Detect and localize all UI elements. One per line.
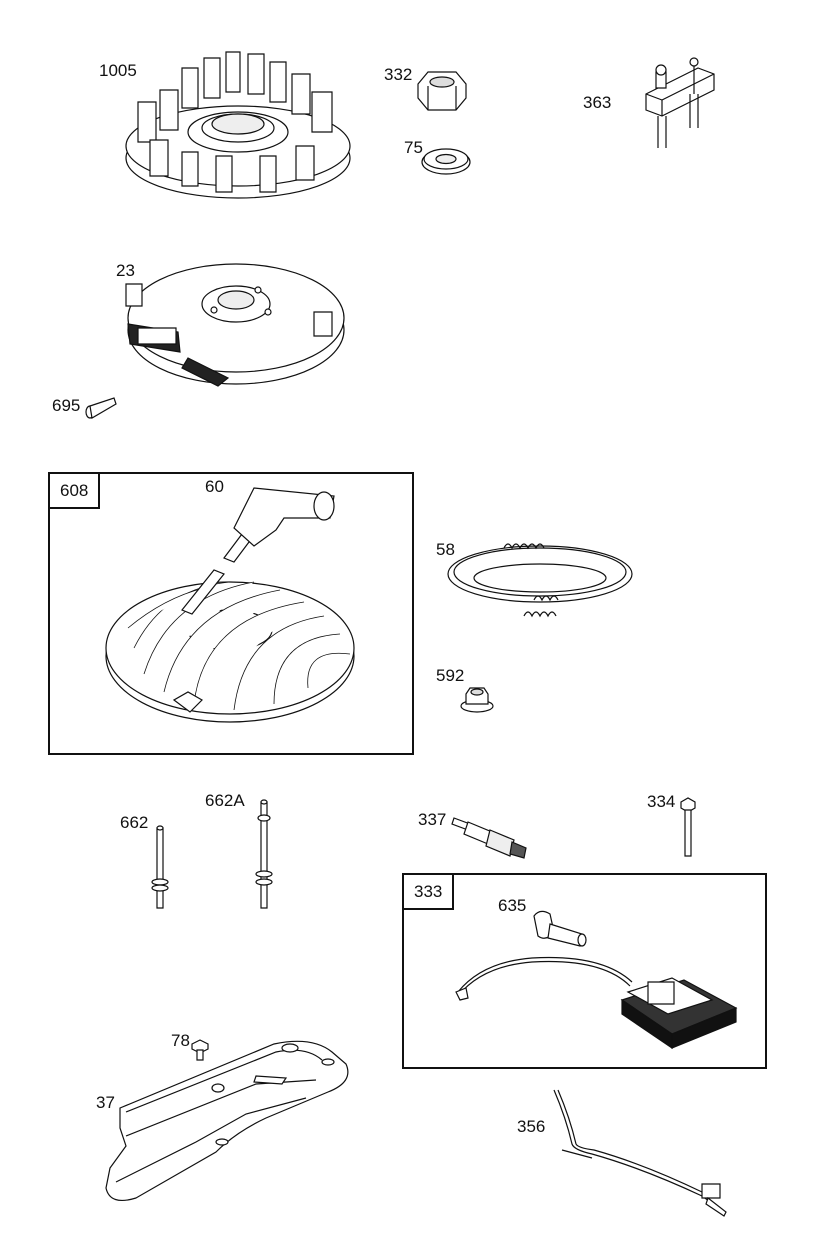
screw-drawing	[190, 1038, 210, 1062]
stud-662a-drawing	[254, 798, 274, 910]
part-label-37: 37	[96, 1093, 115, 1112]
ignition-armature-drawing	[452, 952, 742, 1054]
part-label-592: 592	[436, 666, 465, 685]
part-label-662a: 662A	[205, 791, 245, 810]
bolt-drawing	[678, 796, 698, 858]
part-label-363: 363	[583, 93, 612, 112]
rope-drawing	[444, 528, 638, 624]
part-label-60: 60	[205, 477, 224, 496]
rewind-starter-drawing	[104, 478, 360, 730]
spark-plug-drawing	[452, 812, 530, 864]
bracket-drawing	[638, 54, 728, 154]
flywheel-drawing	[120, 40, 360, 200]
part-label-58: 58	[436, 540, 455, 559]
group-label-333: 333	[402, 873, 455, 910]
washer-drawing	[420, 146, 472, 176]
hex-nut-drawing	[414, 66, 470, 114]
part-label-334: 334	[647, 792, 676, 811]
shroud-plate-drawing	[96, 1032, 354, 1204]
part-label-23: 23	[116, 261, 135, 280]
part-label-662: 662	[120, 813, 149, 832]
part-label-78: 78	[171, 1031, 190, 1050]
part-label-635: 635	[498, 896, 527, 915]
spark-plug-boot-drawing	[530, 908, 590, 952]
group-label-608: 608	[48, 472, 101, 509]
pin-drawing	[84, 396, 118, 420]
part-label-1005: 1005	[99, 61, 137, 80]
stator-plate-drawing	[118, 238, 348, 398]
stud-662-drawing	[150, 824, 170, 910]
ground-wire-drawing	[552, 1088, 734, 1220]
part-label-337: 337	[418, 810, 447, 829]
group-box-608: 608	[48, 472, 414, 755]
part-label-356: 356	[517, 1117, 546, 1136]
group-box-333: 333	[402, 873, 767, 1069]
part-label-75: 75	[404, 138, 423, 157]
flange-nut-drawing	[460, 684, 494, 714]
part-label-695: 695	[52, 396, 81, 415]
part-label-332: 332	[384, 65, 413, 84]
